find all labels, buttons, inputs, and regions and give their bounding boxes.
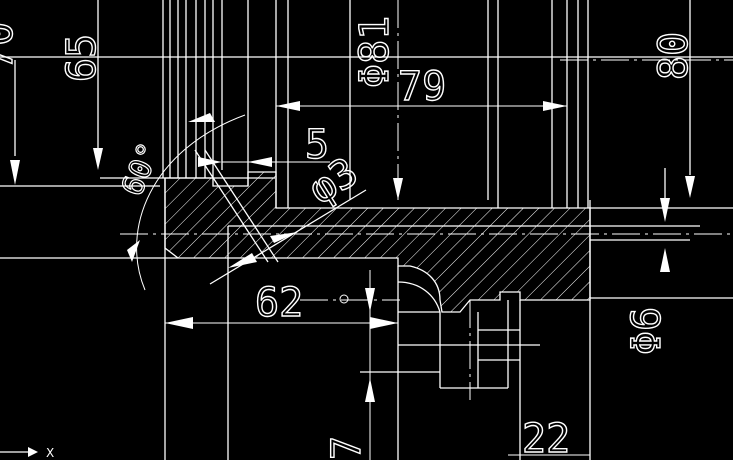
dim-60deg: 60° — [115, 138, 168, 201]
dim-5: 5 — [305, 122, 329, 168]
dim-phi6: Φ6 — [624, 307, 670, 355]
dim-81: Φ81 — [352, 16, 398, 88]
arcs — [136, 114, 441, 313]
hatched-section — [164, 171, 591, 313]
extension-lines — [165, 105, 590, 460]
ucs-icon: X — [0, 446, 54, 460]
dim-62: 62 — [255, 280, 303, 326]
dim-22: 22 — [522, 416, 570, 460]
centerlines — [120, 0, 733, 400]
dim-79: 79 — [398, 64, 446, 110]
dim-65: 65 — [59, 34, 105, 82]
dim-70: 70 — [0, 22, 22, 70]
dim-7: 7 — [324, 436, 370, 460]
part-outline — [0, 56, 733, 460]
ucs-x-label: X — [46, 446, 54, 460]
dim-80: 80 — [651, 32, 697, 80]
angled-hole-lines — [194, 149, 367, 285]
